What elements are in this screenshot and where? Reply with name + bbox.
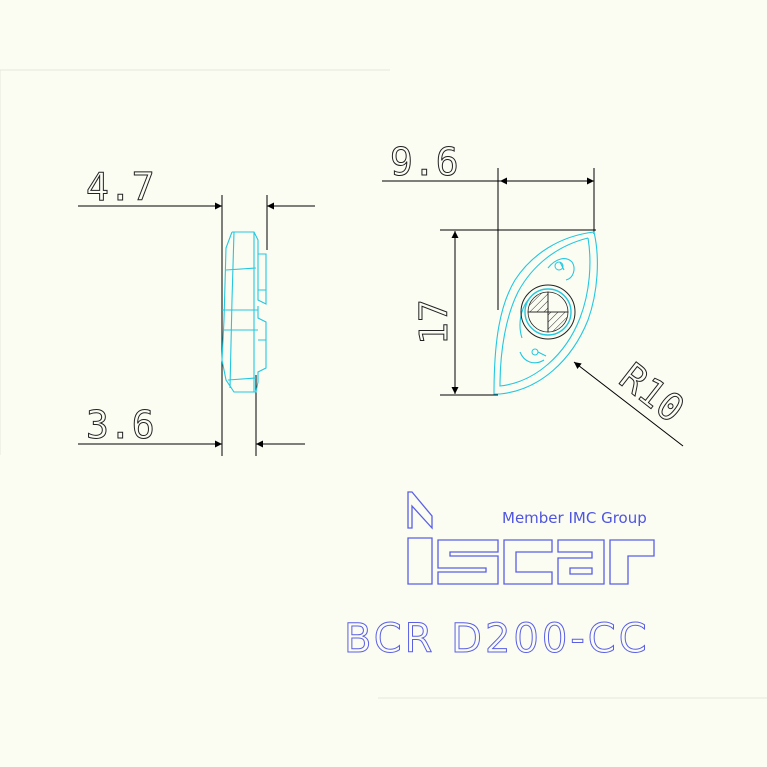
sheet-frame	[0, 69, 767, 699]
member-imc-group-tagline: Member IMC Group	[502, 509, 647, 527]
side-profile-outline	[221, 231, 267, 393]
top-view	[382, 168, 684, 447]
part-code: BCR D200-CC	[344, 616, 650, 662]
dim-label-17: 17	[412, 299, 456, 345]
dim-label-r10: R10	[611, 354, 692, 431]
dim-label-9-6: 9.6	[390, 140, 459, 184]
side-view	[78, 195, 315, 456]
dim-label-4-7: 4.7	[86, 165, 155, 209]
dim-label-3-6: 3.6	[86, 403, 155, 447]
insert-outline	[493, 231, 598, 395]
iscar-logo	[407, 491, 655, 585]
